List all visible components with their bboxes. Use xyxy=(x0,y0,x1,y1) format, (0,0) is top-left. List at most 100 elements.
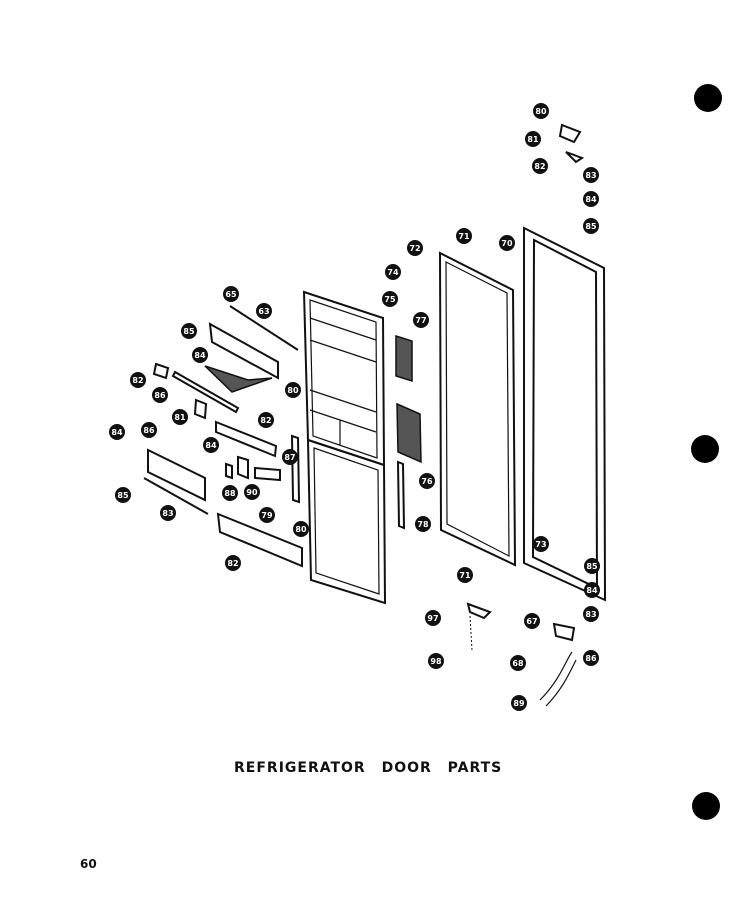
callout-68: 68 xyxy=(510,655,526,671)
callout-85-right: 85 xyxy=(584,558,600,574)
door-lower-frame xyxy=(306,438,387,605)
callout-84-left: 84 xyxy=(192,347,208,363)
callout-81-left: 81 xyxy=(172,409,188,425)
callout-80-strip: 80 xyxy=(293,521,309,537)
callout-82-bottom: 82 xyxy=(225,555,241,571)
callout-73: 73 xyxy=(533,536,549,552)
wire-harness xyxy=(539,651,577,707)
svg-text:71: 71 xyxy=(458,232,470,241)
callout-89: 89 xyxy=(511,695,527,711)
svg-text:67: 67 xyxy=(526,617,537,626)
svg-text:86: 86 xyxy=(585,654,597,663)
strip-78 xyxy=(396,460,406,530)
rail-83-lower xyxy=(143,477,209,515)
svg-text:78: 78 xyxy=(417,520,429,529)
svg-text:75: 75 xyxy=(384,295,396,304)
callout-72: 72 xyxy=(407,240,423,256)
punch-hole-top xyxy=(694,84,722,112)
callout-85-left: 85 xyxy=(181,323,197,339)
callout-83-top: 83 xyxy=(583,167,599,183)
bracket-88 xyxy=(237,455,249,480)
svg-text:98: 98 xyxy=(430,657,442,666)
callout-86-far-left: 86 xyxy=(141,422,157,438)
callout-81-top: 81 xyxy=(525,131,541,147)
svg-text:85: 85 xyxy=(585,222,597,231)
hinge-lower-left xyxy=(466,602,492,620)
svg-text:80: 80 xyxy=(287,386,299,395)
callout-86-lower-right: 86 xyxy=(583,650,599,666)
grille-84 xyxy=(204,365,273,393)
callout-88: 88 xyxy=(222,485,238,501)
diagram-caption: REFRIGERATOR DOOR PARTS xyxy=(234,760,503,776)
clip-81 xyxy=(193,398,208,420)
hinge-plate-upper xyxy=(565,151,585,164)
svg-text:84: 84 xyxy=(194,351,206,360)
door-outer-panel xyxy=(438,251,517,567)
callout-83-bottom-left: 83 xyxy=(160,505,176,521)
svg-text:90: 90 xyxy=(246,488,258,497)
callout-71-bottom: 71 xyxy=(457,567,473,583)
svg-text:82: 82 xyxy=(534,162,545,171)
callout-74: 74 xyxy=(385,264,401,280)
svg-text:85: 85 xyxy=(117,491,129,500)
svg-text:82: 82 xyxy=(227,559,238,568)
svg-text:81: 81 xyxy=(174,413,186,422)
svg-text:70: 70 xyxy=(501,239,513,248)
hinge-upper xyxy=(558,123,582,144)
callout-76: 76 xyxy=(419,473,435,489)
svg-text:80: 80 xyxy=(295,525,307,534)
callout-85-far-left: 85 xyxy=(115,487,131,503)
callout-82-middle: 82 xyxy=(258,412,274,428)
callout-63-left: 63 xyxy=(256,303,272,319)
bin-82-lower xyxy=(216,512,303,568)
callout-71-top: 71 xyxy=(456,228,472,244)
svg-text:74: 74 xyxy=(387,268,399,277)
panel-77 xyxy=(395,334,413,383)
svg-text:65: 65 xyxy=(225,290,237,299)
punch-hole-bottom xyxy=(692,792,720,820)
svg-text:82: 82 xyxy=(132,376,143,385)
callout-70: 70 xyxy=(499,235,515,251)
svg-text:84: 84 xyxy=(586,586,598,595)
svg-text:85: 85 xyxy=(183,327,195,336)
callout-84-bracket: 84 xyxy=(203,437,219,453)
svg-text:89: 89 xyxy=(513,699,525,708)
callout-77: 77 xyxy=(413,312,429,328)
svg-text:86: 86 xyxy=(154,391,166,400)
svg-text:73: 73 xyxy=(535,540,546,549)
door-inner-liner xyxy=(302,290,386,467)
callout-82-top: 82 xyxy=(532,158,548,174)
rail-83 xyxy=(171,370,240,414)
callout-84-top: 84 xyxy=(583,191,599,207)
svg-text:76: 76 xyxy=(421,477,433,486)
svg-text:81: 81 xyxy=(527,135,539,144)
clip-82-upper xyxy=(152,362,170,380)
callout-82-left: 82 xyxy=(130,372,146,388)
upper-shelf-bar xyxy=(208,305,299,380)
svg-text:68: 68 xyxy=(512,659,524,668)
shelf-82-middle xyxy=(215,420,278,458)
svg-text:87: 87 xyxy=(284,453,295,462)
svg-text:88: 88 xyxy=(224,489,236,498)
svg-text:83: 83 xyxy=(585,610,596,619)
svg-text:97: 97 xyxy=(427,614,438,623)
svg-text:85: 85 xyxy=(586,562,598,571)
callout-80-top: 80 xyxy=(533,103,549,119)
callout-98: 98 xyxy=(428,653,444,669)
callout-84-right: 84 xyxy=(584,582,600,598)
bin-86 xyxy=(147,448,206,502)
callout-67: 67 xyxy=(524,613,540,629)
callout-85-top: 85 xyxy=(583,218,599,234)
bracket-89 xyxy=(225,462,233,480)
svg-text:84: 84 xyxy=(111,428,123,437)
hinge-lower-right xyxy=(552,622,576,642)
callout-84-far-left: 84 xyxy=(109,424,125,440)
callout-83-right: 83 xyxy=(583,606,599,622)
callout-80-left: 80 xyxy=(285,382,301,398)
leader-dash-right xyxy=(469,615,473,651)
svg-text:84: 84 xyxy=(205,441,217,450)
strip-86 xyxy=(290,434,301,504)
callout-90: 90 xyxy=(244,484,260,500)
callout-78: 78 xyxy=(415,516,431,532)
